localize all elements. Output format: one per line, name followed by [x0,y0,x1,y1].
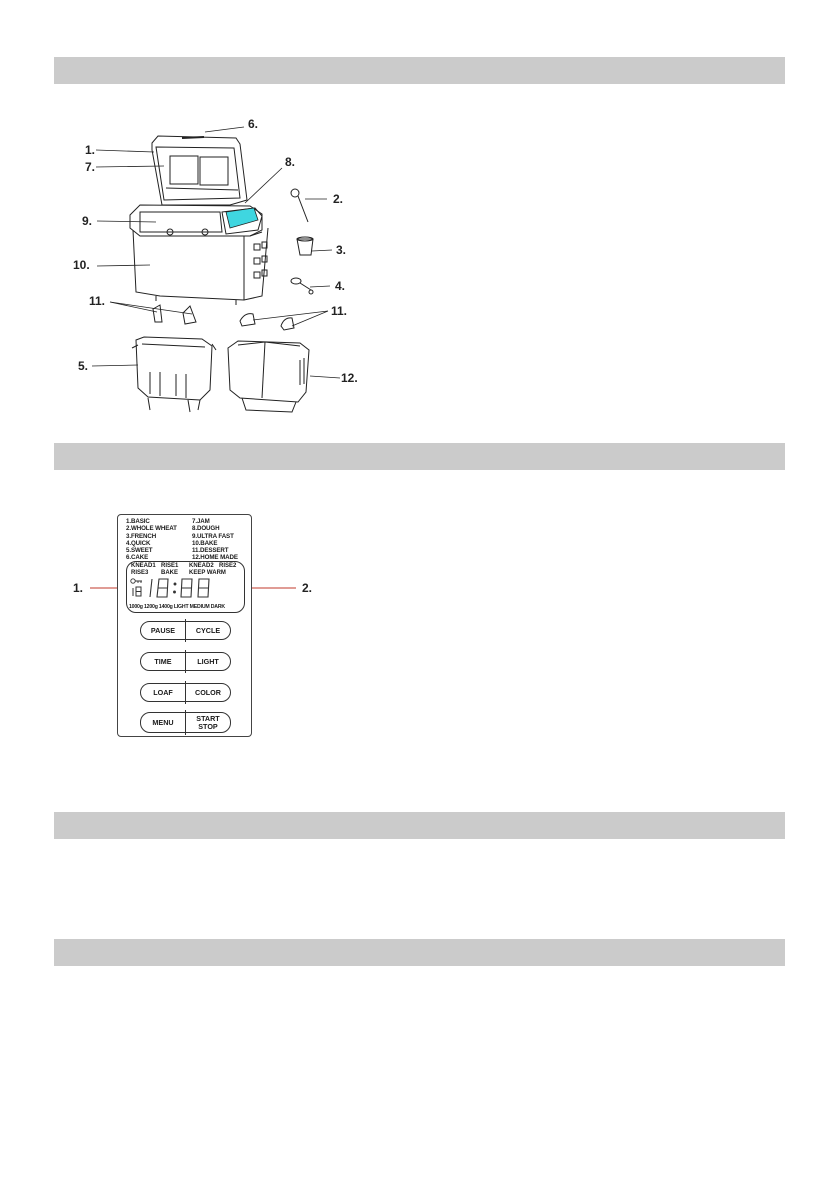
lcd-stage-rise2: RISE2 [219,563,237,569]
menu-item: 8.DOUGH [192,525,220,533]
menu-item: 12.HOME MADE [192,554,238,562]
menu-item: 10.BAKE [192,539,218,547]
menu-item: 4.QUICK [126,539,151,547]
button-divider [185,681,186,704]
cycle-button[interactable]: CYCLE [195,625,221,635]
menu-item: 6.CAKE [126,554,149,562]
button-row-4: MENU START STOP [140,710,231,735]
menu-button[interactable]: MENU [152,717,174,727]
part-label-2: 2. [333,192,344,206]
part-label-10: 10. [73,258,90,272]
pause-button[interactable]: PAUSE [150,625,176,635]
lcd-stage-knead1: KNEAD1 [131,563,156,569]
bread-maker-illustration [91,126,341,413]
lcd-stage-knead2: KNEAD2 [189,563,214,569]
lcd-stage-rise3: RISE3 [131,570,149,576]
part-label-3: 3. [336,243,347,257]
lcd-segments [130,578,210,598]
lcd-display: KNEAD1 RISE1 KNEAD2 RISE2 RISE3 BAKE KEE… [126,561,245,613]
part-label-6: 6. [248,117,259,131]
section-header-bar-3 [54,812,785,839]
callout-label-1: 1. [73,581,84,595]
time-button[interactable]: TIME [154,656,172,666]
part-label-5: 5. [78,359,89,373]
part-label-12: 12. [341,371,358,385]
part-label-7: 7. [85,160,96,174]
button-divider [185,619,186,642]
menu-item: 2.WHOLE WHEAT [126,525,177,533]
lcd-stage-bake: BAKE [161,570,179,576]
lcd-stage-rise1: RISE1 [161,563,179,569]
menu-item: 7.JAM [192,518,210,525]
menu-item: 3.FRENCH [126,532,157,540]
menu-item: 1.BASIC [126,518,150,525]
control-panel: 1.BASIC 2.WHOLE WHEAT 3.FRENCH 4.QUICK 5… [117,514,252,737]
lcd-stage-keep-warm: KEEP WARM [189,570,226,576]
menu-item: 11.DESSERT [192,547,229,555]
part-label-8: 8. [285,155,296,169]
part-label-11-right: 11. [331,304,348,318]
part-label-4: 4. [335,279,346,293]
color-button[interactable]: COLOR [195,687,221,697]
section-header-bar-1 [54,57,785,84]
button-divider [185,710,186,735]
button-row-1: PAUSE CYCLE [140,619,231,642]
part-label-11-left: 11. [89,294,106,308]
start-stop-button[interactable]: START STOP [196,714,220,731]
control-panel-accent [225,207,259,229]
button-divider [185,650,186,673]
bread-maker-parts-diagram: 1. 7. 6. 8. 9. 10. 2. 3. 4. 11. 11. 5. 1… [0,0,839,440]
button-row-2: TIME LIGHT [140,650,231,673]
part-label-1: 1. [85,143,96,157]
section-header-bar-4 [54,939,785,966]
key-lock-icon [130,578,142,584]
part-label-9: 9. [82,214,93,228]
light-button[interactable]: LIGHT [197,656,219,666]
callout-label-2: 2. [302,581,313,595]
button-row-3: LOAF COLOR [140,681,231,704]
section-header-bar-2 [54,443,785,470]
menu-item: 9.ULTRA FAST [192,532,234,540]
loaf-button[interactable]: LOAF [153,687,173,697]
menu-item: 5.SWEET [126,547,153,555]
lcd-size-and-crust-indicators: 1000g 1200g 1400g LIGHT MEDIUM DARK [129,604,225,610]
